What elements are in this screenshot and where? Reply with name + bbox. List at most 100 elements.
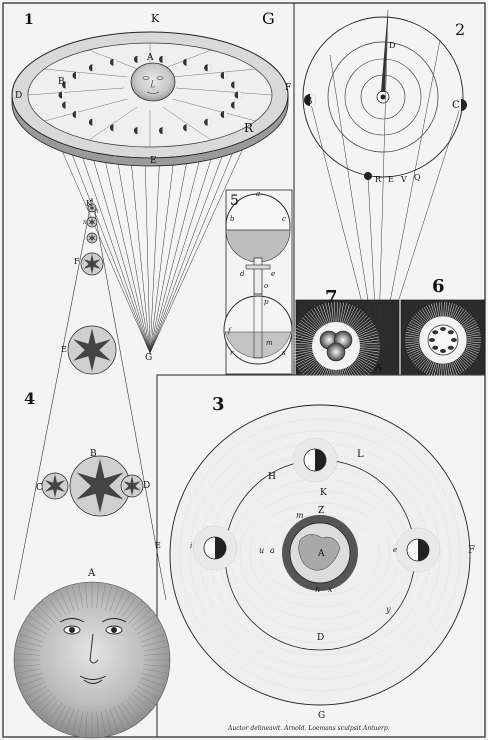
fig5-label-f: f [227, 327, 232, 335]
fig4-label-a: A [87, 568, 96, 579]
fig4-hatch-line [131, 610, 152, 627]
fig4-hatch-line [16, 668, 41, 674]
halo-ray [450, 362, 455, 377]
fig4-hatch-line [42, 600, 59, 621]
halo-ray [328, 369, 333, 390]
halo-ray [292, 349, 313, 353]
fig1-ray [149, 149, 176, 354]
fig4-label-e: E [61, 345, 67, 354]
fig7-number: 7 [325, 287, 338, 308]
halo-ray [350, 364, 364, 381]
fig6-spot [447, 345, 454, 350]
fig1-spoke [172, 68, 256, 78]
halo-ray [359, 352, 379, 359]
fig4-hatch-line [19, 633, 44, 643]
halo-ray [407, 326, 421, 333]
fig1-sun-features [142, 76, 164, 94]
halo-ray [344, 368, 353, 387]
halo-ray [308, 311, 322, 328]
fig4-hatch-line [105, 710, 113, 735]
fig4-hatch-line [142, 673, 167, 681]
fig4-hatch-line [47, 596, 63, 618]
halo-ray [413, 315, 425, 325]
fig4-hatch-line [65, 587, 75, 612]
fig2-spike [381, 8, 388, 92]
halo-ray [466, 341, 481, 343]
halo-ray [419, 358, 429, 371]
fig1-ray [149, 130, 221, 354]
halo-ray [423, 360, 432, 374]
fig1-spoke [172, 98, 256, 122]
fig3-label-k: K [320, 488, 327, 498]
fig5-label-d: d [240, 270, 245, 278]
fig4-hatch-line [32, 610, 53, 627]
fig3-field-line [249, 502, 391, 608]
fig5-label-m: m [266, 339, 273, 347]
fig3-label-d: D [317, 633, 324, 643]
halo-ray [331, 302, 334, 323]
figure-2: 2 B C D R E V Q A [302, 8, 467, 373]
fig5-neck [253, 257, 263, 295]
fig5-label-p: p [264, 298, 269, 306]
halo-ray [466, 331, 481, 336]
fig6-spot [440, 349, 446, 353]
halo-ray [300, 359, 317, 373]
fig1-label-g-apex: G [145, 353, 152, 363]
figure-6: 6 [405, 276, 481, 378]
halo-ray [295, 327, 315, 337]
halo-ray [465, 347, 479, 354]
halo-ray [438, 363, 441, 378]
halo-ray [334, 302, 336, 323]
halo-ray [405, 341, 420, 343]
fig4-hatch-line [113, 707, 125, 730]
fig1-ray [84, 130, 151, 354]
fig4-hatch-line [140, 633, 165, 643]
fig4-hatch-line [139, 681, 162, 693]
fig1-spoke [27, 87, 125, 96]
halo-ray [351, 363, 366, 379]
halo-ray [295, 355, 315, 365]
fig1-label-g: G [262, 9, 275, 28]
halo-ray [354, 317, 370, 331]
halo-ray [298, 358, 316, 370]
halo-ray [359, 336, 380, 342]
fig2-ray [377, 9, 389, 366]
fig1-sun-face [130, 62, 176, 102]
fig4-hatch-line [15, 653, 41, 656]
halo-ray [339, 302, 344, 323]
fig4-hatch-line [109, 587, 119, 612]
halo-ray [412, 353, 424, 363]
fig4-label-k: K [86, 199, 93, 208]
figure-3: 3 L H K Z F D G A u a x n m y i e [169, 394, 475, 721]
halo-ray [412, 317, 424, 327]
fig2-label-d: D [389, 41, 395, 50]
halo-ray [407, 347, 421, 354]
fig4-hatch-line [59, 590, 71, 613]
fig4-hatch-line [139, 627, 162, 639]
halo-ray [415, 313, 426, 324]
halo-ray [417, 357, 428, 369]
halo-ray [405, 337, 420, 339]
fig4-hatch-line [78, 584, 84, 609]
halo-ray [462, 317, 474, 327]
halo-ray [436, 302, 440, 317]
halo-ray [311, 365, 323, 383]
halo-ray [464, 349, 478, 356]
halo-ray [408, 349, 422, 356]
halo-ray [311, 309, 323, 327]
halo-ray [359, 347, 380, 350]
halo-ray [431, 362, 436, 377]
fig5-label-b: b [230, 215, 235, 223]
fig3-label-n: n [315, 585, 320, 594]
halo-ray [464, 351, 477, 359]
fig4-label-h: h [95, 208, 99, 215]
fig4-hatch-line [22, 627, 45, 639]
halo-ray [357, 357, 375, 367]
fig4-hatch-line [100, 584, 106, 609]
fig4-hatch-line [59, 707, 71, 730]
halo-ray [331, 369, 334, 390]
fig4-hatch-line [32, 693, 53, 710]
halo-ray [341, 303, 347, 323]
fig3-label-u: u [259, 546, 264, 555]
halo-ray [292, 350, 313, 356]
